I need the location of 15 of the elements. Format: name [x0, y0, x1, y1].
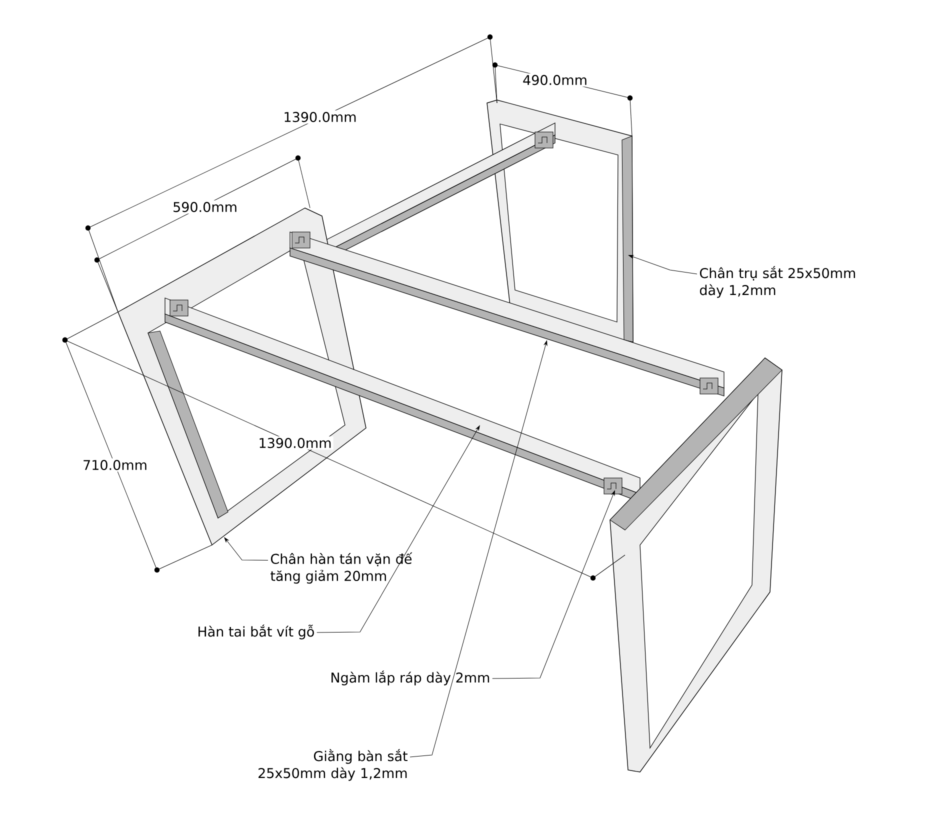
- dimension-label: 1390.0mm: [256, 436, 334, 450]
- dimension-label: 710.0mm: [81, 458, 149, 472]
- leader-line: [628, 255, 698, 274]
- callout-text: Giằng bàn sắt 25x50mm dày 1,2mm: [258, 749, 408, 781]
- callout-text: Hàn tai bắt vít gỗ: [198, 624, 314, 640]
- dimension-label: 490.0mm: [521, 73, 589, 87]
- leader-line: [492, 490, 615, 679]
- leader-line: [316, 425, 480, 633]
- callout-text: Chân trụ sắt 25x50mm dày 1,2mm: [700, 266, 856, 298]
- leader-line: [410, 340, 548, 758]
- leader-line: [224, 537, 268, 560]
- dimension-label: 1390.0mm: [282, 110, 358, 124]
- callout-text: Ngàm lắp ráp dày 2mm: [332, 670, 490, 686]
- connector-plate: [604, 478, 622, 494]
- dimension-label: 590.0mm: [171, 200, 239, 214]
